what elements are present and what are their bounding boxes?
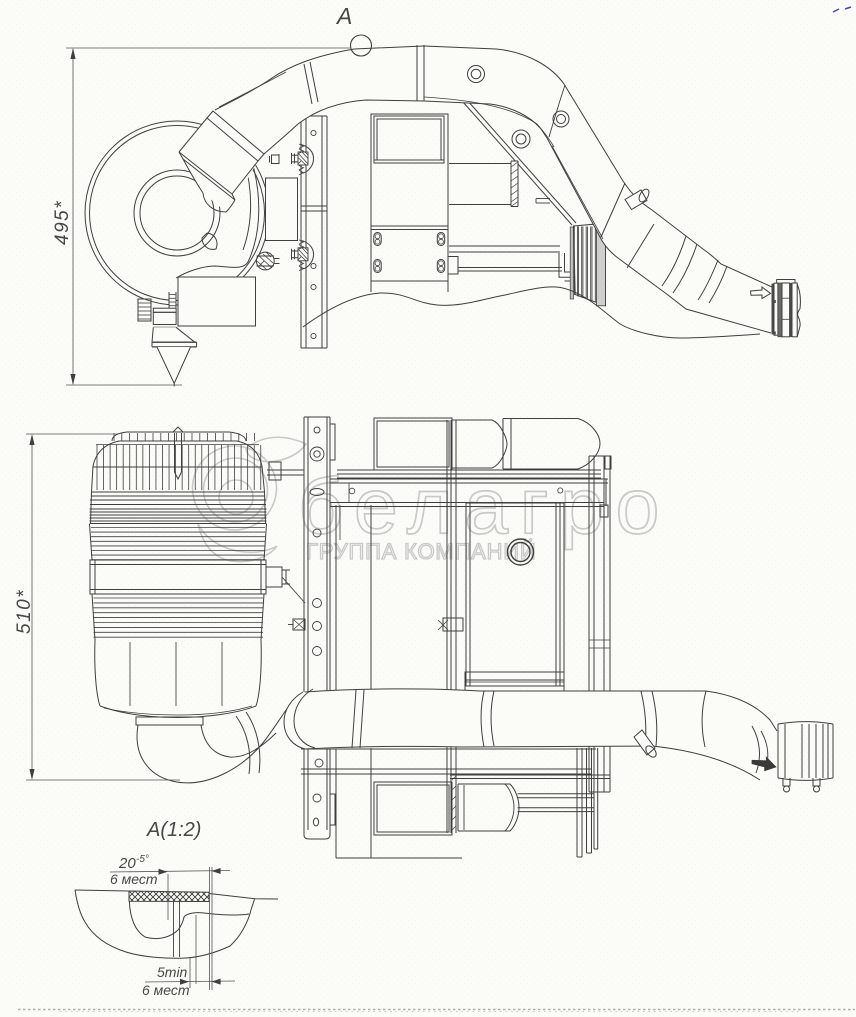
svg-text:510*: 510*	[14, 589, 35, 634]
svg-text:А(1:2): А(1:2)	[146, 819, 201, 841]
svg-text:-5°: -5°	[136, 854, 149, 865]
svg-text:495*: 495*	[52, 200, 73, 245]
svg-text:6 мест: 6 мест	[110, 871, 158, 887]
svg-text:ГРУППА КОМПАНИЙ: ГРУППА КОМПАНИЙ	[306, 539, 537, 564]
svg-text:А: А	[335, 3, 352, 29]
svg-text:6 мест: 6 мест	[142, 982, 190, 998]
svg-text:20: 20	[118, 855, 136, 872]
svg-text:5min: 5min	[157, 964, 188, 980]
